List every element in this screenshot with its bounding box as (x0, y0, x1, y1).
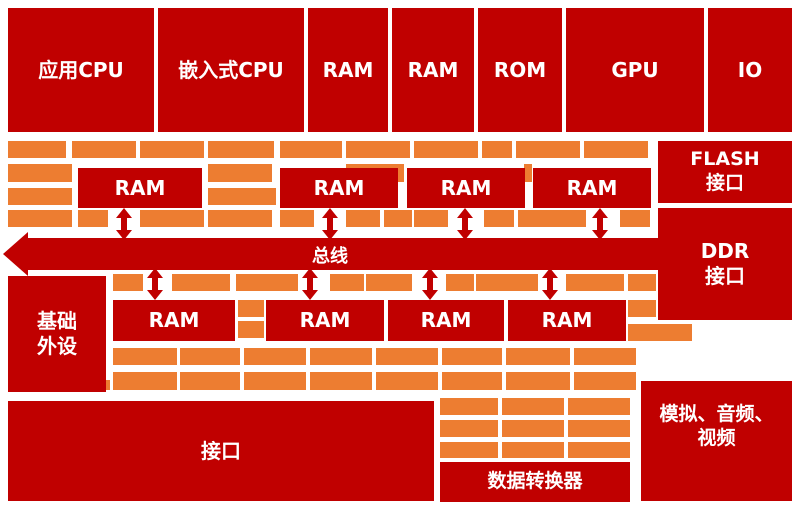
logic-cell (376, 348, 438, 365)
logic-cell (8, 188, 72, 205)
ram-block-upper-4: RAM (533, 168, 651, 208)
logic-cell (113, 274, 143, 291)
ram-block-lower-4: RAM (508, 300, 626, 341)
logic-cell (172, 274, 230, 291)
ddr-interface-block: DDR 接口 (658, 208, 792, 320)
logic-cell (568, 420, 630, 437)
logic-cell (440, 420, 498, 437)
logic-cell (516, 141, 580, 158)
io-block: IO (708, 8, 792, 132)
logic-cell (376, 372, 438, 390)
logic-cell (8, 210, 72, 227)
watermark-site: zhidx.com (722, 494, 771, 504)
logic-cell (414, 141, 478, 158)
logic-cell (566, 274, 624, 291)
ram-block-lower-2: RAM (266, 300, 384, 341)
logic-cell (506, 348, 570, 365)
logic-cell (574, 348, 636, 365)
logic-cell (440, 398, 498, 415)
logic-cell (244, 372, 306, 390)
ram-block-upper-1: RAM (78, 168, 202, 208)
rom-block: ROM (478, 8, 562, 132)
logic-cell (346, 210, 380, 227)
logic-cell (280, 141, 342, 158)
gpu-block: GPU (566, 8, 704, 132)
logic-cell (366, 274, 412, 291)
ram-block-upper-2: RAM (280, 168, 398, 208)
logic-cell (238, 300, 264, 317)
embedded-cpu-block: 嵌入式CPU (158, 8, 304, 132)
logic-cell (442, 348, 502, 365)
ram-block-upper-3: RAM (407, 168, 525, 208)
logic-cell (574, 372, 636, 390)
app-cpu-block: 应用CPU (8, 8, 154, 132)
logic-cell (476, 274, 538, 291)
ram-block-top-2: RAM (392, 8, 474, 132)
logic-cell (208, 141, 274, 158)
logic-cell (180, 372, 240, 390)
logic-cell (208, 210, 272, 227)
logic-cell (620, 210, 650, 227)
logic-cell (236, 274, 298, 291)
logic-cell (330, 274, 364, 291)
logic-cell (113, 372, 177, 390)
logic-cell (440, 442, 498, 458)
logic-cell (310, 348, 372, 365)
interface-block: 接口 (8, 401, 434, 501)
logic-cell (140, 210, 204, 227)
logic-cell (584, 141, 648, 158)
watermark-logo: 智东西 (712, 472, 782, 497)
logic-cell (106, 380, 110, 390)
logic-cell (568, 398, 630, 415)
ram-block-top-1: RAM (308, 8, 388, 132)
logic-cell (8, 164, 72, 182)
analog-audio-video-block: 模拟、音频、 视频 (641, 381, 792, 501)
logic-cell (208, 188, 276, 205)
logic-cell (506, 372, 570, 390)
logic-cell (8, 141, 66, 158)
logic-cell (384, 210, 412, 227)
logic-cell (310, 372, 372, 390)
logic-cell (502, 420, 564, 437)
logic-cell (180, 348, 240, 365)
logic-cell (442, 372, 502, 390)
basic-peripheral-block: 基础 外设 (8, 276, 106, 392)
logic-cell (238, 321, 264, 338)
logic-cell (502, 442, 564, 458)
logic-cell (140, 141, 204, 158)
logic-cell (568, 442, 630, 458)
data-converter-block: 数据转换器 (440, 462, 630, 502)
logic-cell (414, 210, 448, 227)
flash-interface-block: FLASH 接口 (658, 141, 792, 203)
ram-block-lower-3: RAM (388, 300, 504, 341)
logic-cell (502, 398, 564, 415)
bus-connector-arrows (116, 208, 608, 300)
logic-cell (346, 141, 410, 158)
logic-cell (518, 210, 552, 227)
logic-cell (446, 274, 474, 291)
bus-label: 总线 (312, 246, 348, 267)
logic-cell (628, 324, 692, 341)
logic-cell (244, 348, 306, 365)
logic-cell (484, 210, 514, 227)
logic-cell (524, 164, 532, 182)
logic-cell (482, 141, 512, 158)
ram-block-lower-1: RAM (113, 300, 235, 341)
logic-cell (628, 300, 656, 317)
logic-cell (552, 210, 586, 227)
logic-cell (78, 210, 108, 227)
logic-cell (113, 348, 177, 365)
logic-cell (72, 141, 136, 158)
logic-cell (628, 274, 656, 291)
logic-cell (208, 164, 272, 182)
logic-cell (280, 210, 314, 227)
